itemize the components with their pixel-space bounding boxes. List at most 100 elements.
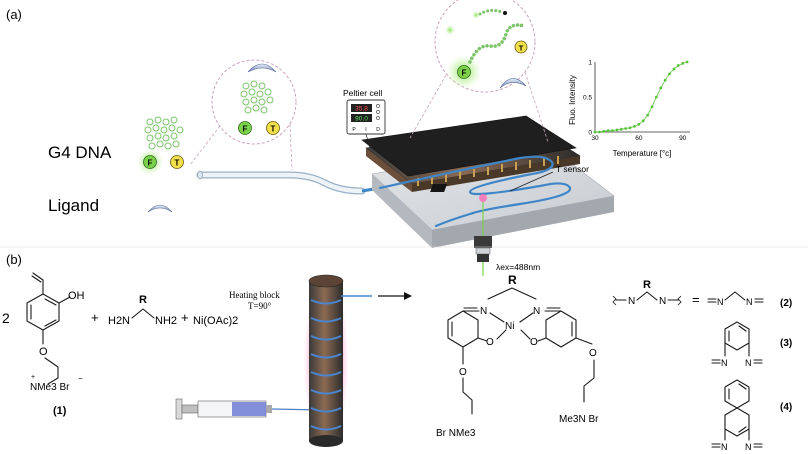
bubble-right-fluorophore-letter: F: [462, 69, 467, 78]
melting-curve-chart: Fluo. Intensity Temperature [°c] 10.5030…: [568, 60, 690, 158]
nickel-reagent: Ni(OAc)2: [193, 315, 238, 327]
chart-data-point: [668, 72, 671, 76]
complex-n-right: N: [533, 306, 540, 317]
complex-right-tail: Me3N Br: [559, 414, 599, 425]
serpentine-channel: [378, 155, 572, 228]
chart-data-point: [681, 62, 685, 65]
cpd1-plus-charge: +: [31, 374, 35, 381]
r-group-definition: N R N =: [612, 279, 700, 307]
peltier-key-d: D: [376, 127, 380, 133]
bubble-left-fluorophore-letter: F: [243, 125, 248, 134]
def-equals: =: [692, 292, 700, 307]
chart-data-point: [659, 86, 663, 90]
bridge-3-structure: N N (3): [711, 321, 792, 368]
chart-data-point: [606, 129, 610, 133]
bridge-2-n-left: N: [717, 297, 724, 307]
chart-xtick-label: 30: [591, 135, 599, 142]
oh-label: OH: [68, 290, 85, 302]
chart-xtick-label: 60: [635, 135, 643, 142]
microscope-objective: λex=488nm: [474, 236, 540, 276]
zoom-bubble-left: F T: [189, 59, 297, 171]
h2n-label: H2N: [108, 315, 130, 327]
diamine-r-label: R: [139, 294, 147, 306]
def-r-label: R: [643, 279, 651, 291]
def-n-right: N: [659, 296, 666, 307]
ligand-label: Ligand: [48, 196, 99, 215]
reaction-arrow: [378, 292, 412, 300]
bridge-2-structure: N N (2): [707, 291, 792, 309]
chart-data-point: [619, 127, 623, 131]
bridge-3-label: (3): [780, 338, 792, 349]
complex-left-tail: Br NMe3: [436, 428, 476, 439]
chart-data-point: [628, 126, 632, 130]
peltier-key-i: I: [365, 127, 366, 133]
panel-b-label: (b): [6, 252, 22, 267]
complex-o-right: O: [530, 337, 538, 348]
complex-n-left: N: [480, 306, 487, 317]
chart-data-point: [637, 122, 641, 126]
chart-data-point: [676, 64, 680, 67]
bridge-4-n-left: N: [721, 442, 728, 452]
bridge-3-n-right: N: [745, 358, 752, 368]
peltier-label: Peltier cell: [343, 88, 382, 98]
panel-a: (a) F T G4 DNA Ligand: [6, 0, 690, 276]
nickel-complex-structure: R N N Ni O O O Br NMe3: [436, 273, 599, 439]
chart-data-point: [602, 129, 606, 133]
heating-block-temp: T=90°: [248, 301, 272, 311]
bridge-2-n-right: N: [746, 297, 753, 307]
cpd1-counterion: NMe3 Br: [30, 382, 70, 393]
chart-data-point: [624, 127, 628, 130]
chart-data-point: [685, 60, 689, 64]
peltier-display-bottom: 90.0: [355, 116, 368, 123]
chart-data-point: [663, 78, 667, 82]
stoich-coefficient: 2: [2, 310, 10, 326]
fluorophore-bead: [143, 155, 157, 169]
quencher-bead: [170, 155, 184, 169]
g4-dna-label: G4 DNA: [48, 143, 112, 162]
chart-series-line: [595, 61, 688, 133]
bridge-3-n-left: N: [721, 358, 728, 368]
heating-block: Heating block T=90°: [229, 272, 372, 450]
chart-data-point: [654, 95, 658, 99]
complex-o-left: O: [486, 337, 494, 348]
chart-data-point: [633, 125, 636, 128]
complex-r-label: R: [508, 273, 517, 287]
panel-a-label: (a): [6, 7, 22, 22]
ether-o-label: O: [39, 346, 48, 358]
plus-sign-1: +: [91, 310, 99, 325]
chart-xlabel: Temperature [°c]: [613, 149, 672, 158]
chart-data-point: [593, 130, 597, 134]
peltier-controller: Peltier cell 35.8 90.0 P I D: [343, 88, 386, 149]
bubble-right-quencher-letter: T: [519, 44, 524, 53]
heating-block-title: Heating block: [229, 290, 280, 300]
complex-ether-o-right: O: [589, 348, 597, 359]
chart-data-point: [615, 128, 619, 132]
bridge-4-structure: N N (4): [711, 379, 792, 452]
compound-1-label: (1): [53, 405, 67, 417]
zoom-bubble-right: F T: [409, 0, 549, 143]
microfluidic-chip: T sensor: [361, 115, 615, 248]
chart-data-point: [646, 113, 650, 117]
nh2-label: NH2: [155, 315, 177, 327]
chart-data-point: [611, 129, 614, 133]
chart-ylabel: Fluo. Intensity: [568, 75, 577, 125]
chart-data-point: [597, 130, 601, 134]
peltier-display-top: 35.8: [355, 106, 368, 113]
chart-ytick-label: 1: [588, 60, 592, 67]
complex-ether-o-left: O: [459, 367, 467, 378]
bridge-4-n-right: N: [745, 442, 752, 452]
g4-dna-cartoon: F T: [136, 116, 184, 176]
chart-data-point: [650, 105, 654, 109]
bridge-2-label: (2): [780, 298, 792, 309]
complex-ni-label: Ni: [505, 321, 514, 332]
ligand-icon: [147, 204, 173, 213]
compound-1-structure: 2 OH O NMe3 Br + − (1): [2, 272, 85, 417]
peltier-key-p: P: [352, 127, 356, 133]
chart-xtick-label: 90: [679, 135, 687, 142]
chart-data-point: [672, 67, 676, 71]
diamine-reagent: H2N R NH2: [108, 294, 177, 327]
syringe-icon: [175, 398, 323, 420]
fluorophore-letter: F: [148, 159, 153, 168]
chart-ytick-label: 0.5: [583, 95, 592, 102]
